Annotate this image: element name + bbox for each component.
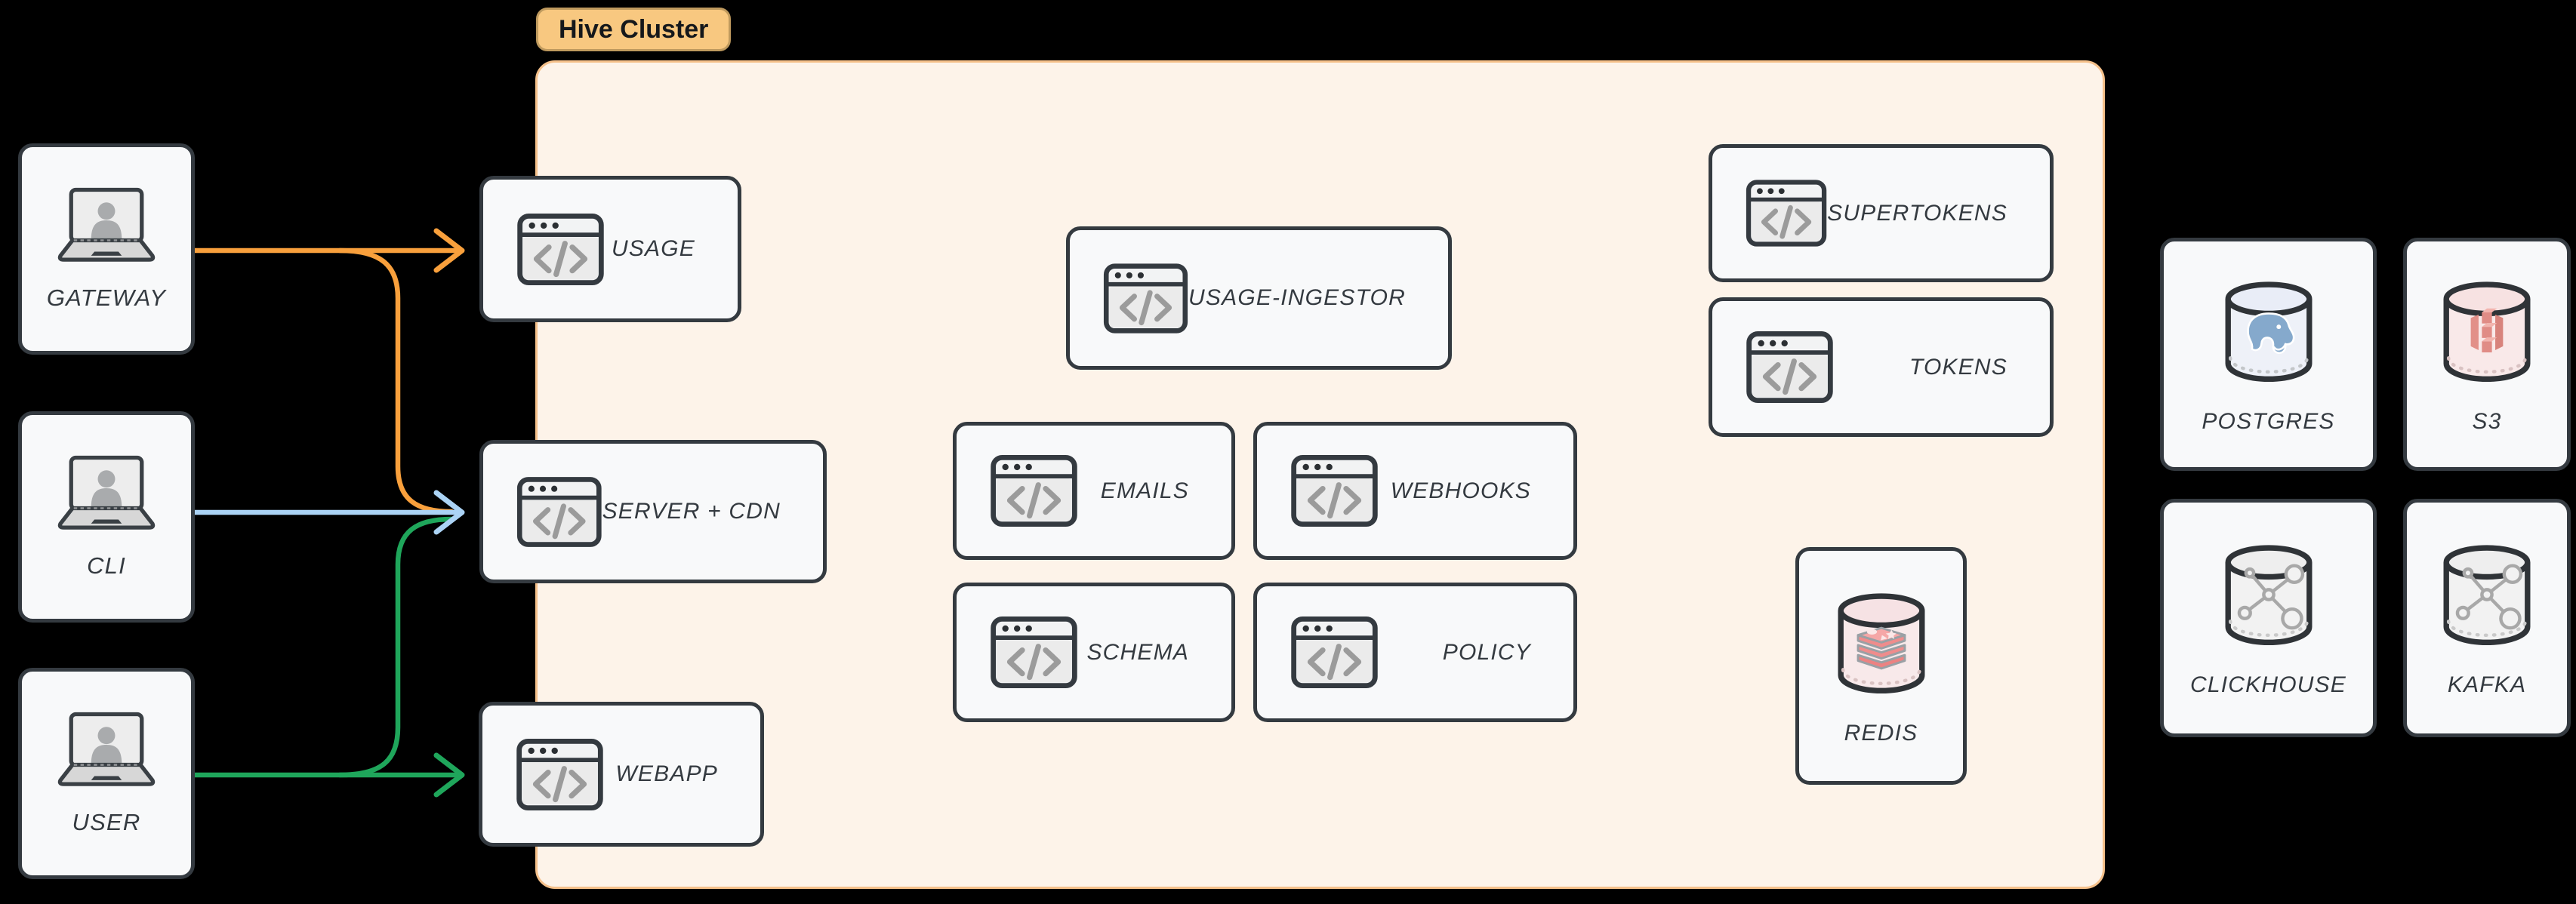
molecule-cylinder-icon [2434,538,2540,651]
node-gateway[interactable]: GATEWAY [18,143,195,355]
s3-cylinder-icon [2434,275,2540,388]
node-webhooks-label: WEBHOOKS [1390,478,1531,503]
node-emails[interactable]: EMAILS [953,422,1235,560]
node-supertokens[interactable]: SUPERTOKENS [1709,144,2054,282]
molecule-cylinder-icon [2216,538,2322,651]
code-window-icon [516,213,605,286]
code-window-icon [516,738,604,811]
node-clickhouse[interactable]: CLICKHOUSE [2160,499,2377,737]
node-server-cdn-label: SERVER + CDN [602,499,781,524]
node-emails-label: EMAILS [1100,478,1189,503]
node-kafka-label: KAFKA [2447,672,2527,697]
node-policy[interactable]: POLICY [1253,583,1577,722]
code-window-icon [990,454,1078,527]
node-policy-label: POLICY [1442,639,1531,665]
code-window-icon [1290,616,1379,689]
hive-cluster-badge: Hive Cluster [536,8,732,51]
arrow-gateway-to-server-cdn [337,248,454,515]
node-kafka[interactable]: KAFKA [2403,499,2571,737]
node-usage-label: USAGE [611,236,695,261]
node-webapp[interactable]: WEBAPP [479,702,764,847]
arrowhead-server-cdn [433,490,465,535]
node-usage[interactable]: USAGE [479,176,741,322]
node-server-cdn[interactable]: SERVER + CDN [479,440,827,583]
code-window-icon [1103,262,1188,335]
node-gateway-label: GATEWAY [46,284,167,311]
code-window-icon [1746,177,1827,250]
node-tokens[interactable]: TOKENS [1709,297,2054,437]
node-usage-ingestor-label: USAGE-INGESTOR [1188,285,1406,310]
laptop-user-icon [50,711,163,791]
node-schema[interactable]: SCHEMA [953,583,1235,722]
code-window-icon [1290,454,1379,527]
arrowhead-webapp [433,752,465,798]
node-supertokens-label: SUPERTOKENS [1827,200,2007,226]
node-s3-label: S3 [2472,408,2502,434]
node-user[interactable]: USER [18,668,195,879]
node-s3[interactable]: S3 [2403,238,2571,471]
node-user-label: USER [72,809,141,835]
laptop-user-icon [50,186,163,266]
arrowhead-usage [433,228,465,273]
postgres-cylinder-icon [2216,275,2322,388]
laptop-user-icon [50,454,163,534]
node-postgres-label: POSTGRES [2202,408,2335,434]
node-cli[interactable]: CLI [18,411,195,623]
node-webapp-label: WEBAPP [615,761,718,786]
arrow-user-to-server-cdn [337,516,454,778]
node-webhooks[interactable]: WEBHOOKS [1253,422,1577,560]
node-redis[interactable]: REDIS [1795,547,1967,785]
node-redis-label: REDIS [1844,720,1918,746]
node-cli-label: CLI [87,552,126,579]
node-clickhouse-label: CLICKHOUSE [2189,672,2347,697]
node-postgres[interactable]: POSTGRES [2160,238,2377,471]
node-usage-ingestor[interactable]: USAGE-INGESTOR [1066,226,1452,370]
node-tokens-label: TOKENS [1909,354,2007,380]
code-window-icon [1746,331,1834,404]
redis-cylinder-icon [1829,586,1934,700]
hive-cluster-badge-label: Hive Cluster [559,14,709,44]
code-window-icon [990,616,1078,689]
code-window-icon [516,475,602,549]
node-schema-label: SCHEMA [1086,639,1189,665]
